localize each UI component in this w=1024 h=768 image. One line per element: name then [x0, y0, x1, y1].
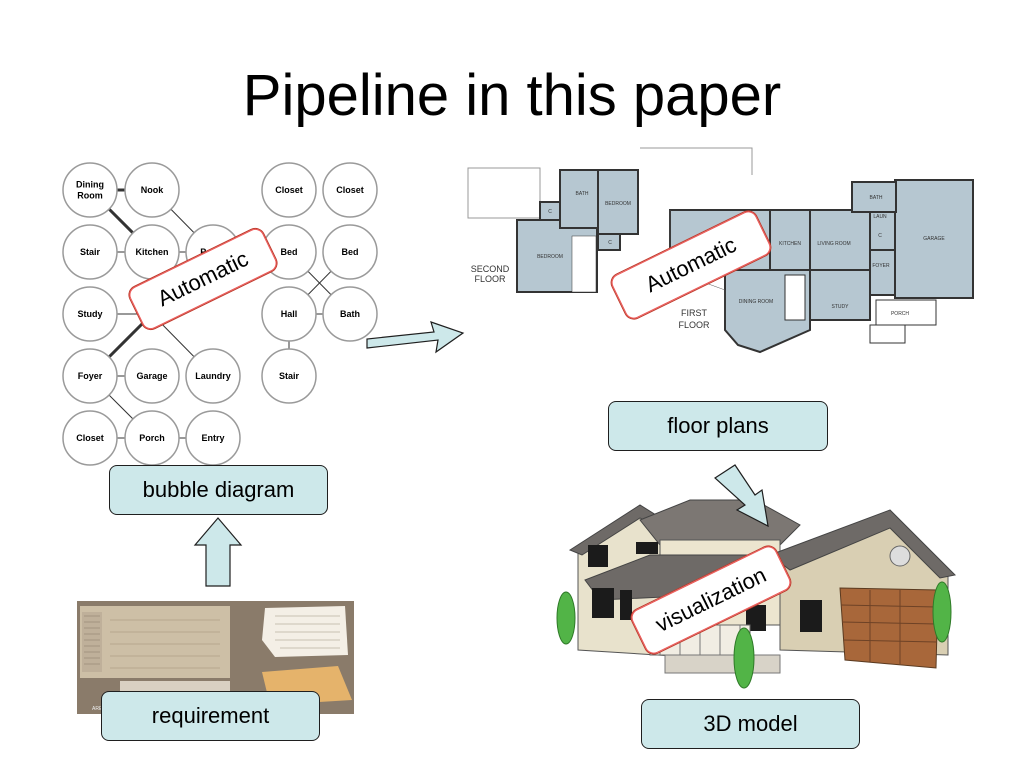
bubble-node: [124, 348, 180, 404]
bubble-label: Stair: [80, 247, 101, 257]
bubble-label: Closet: [336, 185, 364, 195]
bubble-label: Closet: [76, 433, 104, 443]
svg-text:FIRST: FIRST: [681, 308, 708, 318]
svg-text:STUDY: STUDY: [832, 304, 850, 310]
svg-text:BEDROOM: BEDROOM: [537, 254, 563, 260]
bubble-label: Nook: [141, 185, 164, 195]
svg-text:PORCH: PORCH: [891, 311, 909, 317]
svg-text:FOYER: FOYER: [872, 263, 890, 269]
requirement-label: requirement: [101, 691, 320, 741]
bubble-label: Bed: [280, 247, 297, 257]
bubble-node: [322, 224, 378, 280]
svg-text:LAUN: LAUN: [873, 214, 887, 220]
floor-plans-label: floor plans: [608, 401, 828, 451]
bubble-label: Foyer: [78, 371, 103, 381]
svg-text:BEDROOM: BEDROOM: [605, 201, 631, 207]
bubble-node: [62, 410, 118, 466]
bubble-label: Hall: [281, 309, 298, 319]
bubble-label: Porch: [139, 433, 165, 443]
svg-text:BATH: BATH: [870, 195, 883, 201]
bubble-node: [261, 348, 317, 404]
bubble-label: Garage: [136, 371, 167, 381]
bubble-label: Room: [77, 191, 103, 201]
svg-text:GARAGE: GARAGE: [923, 236, 945, 242]
svg-text:KITCHEN: KITCHEN: [779, 241, 801, 247]
house-3d-model: [556, 499, 957, 689]
3d-model-label: 3D model: [641, 699, 860, 749]
svg-text:C: C: [548, 209, 552, 215]
svg-text:FLOOR: FLOOR: [678, 320, 710, 330]
svg-text:BATH: BATH: [576, 191, 589, 197]
svg-text:DINING ROOM: DINING ROOM: [739, 299, 773, 305]
bubble-node: [322, 162, 378, 218]
bubble-label: Kitchen: [135, 247, 168, 257]
svg-text:LIVING ROOM: LIVING ROOM: [817, 241, 850, 247]
bubble-node: [322, 286, 378, 342]
svg-text:C: C: [608, 240, 612, 246]
slide-title: Pipeline in this paper: [242, 63, 782, 128]
svg-text:C: C: [878, 233, 882, 239]
bubble-label: Entry: [201, 433, 224, 443]
bubble-label: Dining: [76, 180, 104, 190]
bubble-node: [62, 348, 118, 404]
floor-plans: BATH BEDROOM BEDROOM C C KITCHEN LIVING …: [467, 147, 974, 354]
bubble-diagram-label: bubble diagram: [109, 465, 328, 515]
svg-text:SECOND: SECOND: [471, 264, 510, 274]
bubble-label: Closet: [275, 185, 303, 195]
bubble-node: [62, 224, 118, 280]
arrow-to-bubble: [193, 517, 243, 587]
arrow-to-floorplans: [366, 321, 465, 354]
bubble-node: [261, 286, 317, 342]
arrow-to-3d-model: [714, 464, 769, 528]
bubble-node: [185, 348, 241, 404]
bubble-diagram: DiningRoomNookClosetClosetStairKitchenPo…: [62, 162, 378, 466]
bubble-node: [124, 162, 180, 218]
bubble-label: Bed: [341, 247, 358, 257]
bubble-node: [62, 162, 118, 218]
svg-text:FLOOR: FLOOR: [474, 274, 506, 284]
bubble-label: Laundry: [195, 371, 231, 381]
bubble-node: [62, 286, 118, 342]
bubble-label: Study: [77, 309, 102, 319]
bubble-label: Bath: [340, 309, 360, 319]
bubble-node: [261, 162, 317, 218]
bubble-label: Stair: [279, 371, 300, 381]
